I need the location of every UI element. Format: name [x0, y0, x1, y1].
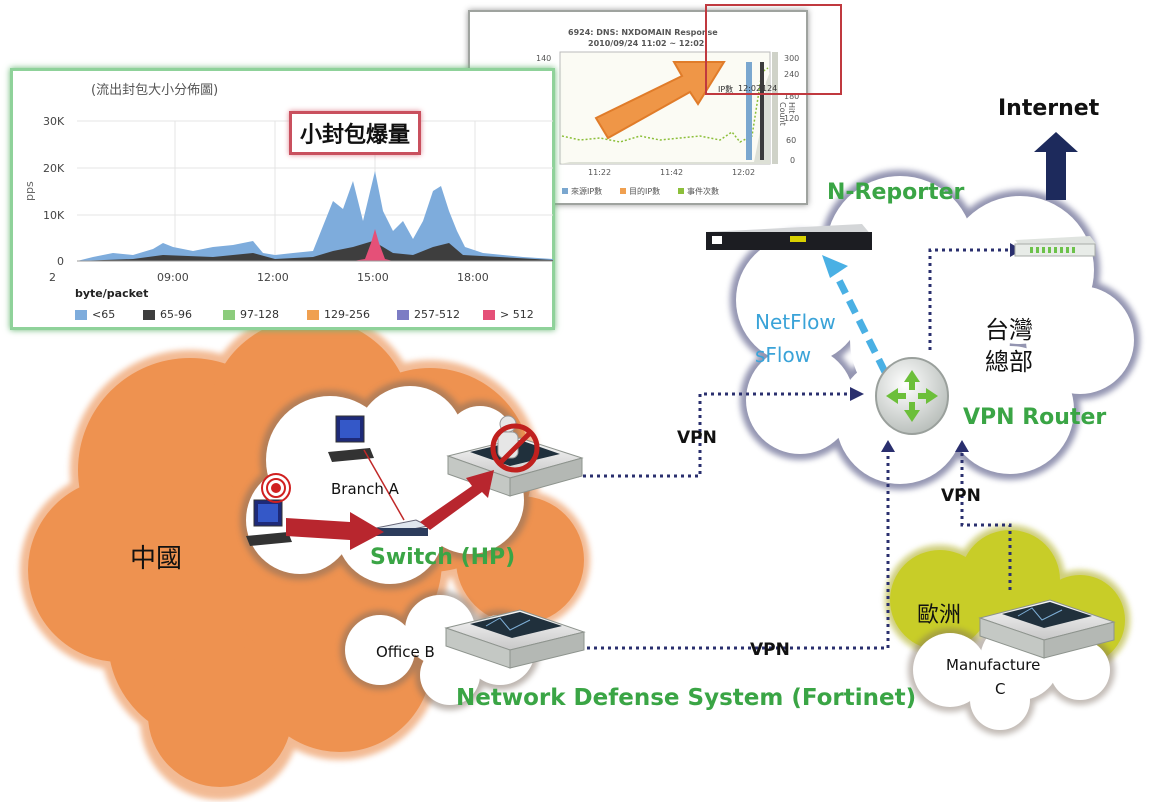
link-router-internet [928, 248, 1010, 350]
x-tick: 15:00 [357, 271, 389, 284]
dns-chart-legend-item: 目的IP數 [620, 186, 660, 197]
packet-size-chart-svg [77, 120, 553, 262]
y-tick: 0 [57, 255, 64, 268]
taiwan-hq-label: 台灣 [985, 316, 1033, 344]
x-tick: 18:00 [457, 271, 489, 284]
dns-chart-inset-label: 124 [762, 84, 778, 93]
dns-chart-xtick: 11:22 [588, 168, 612, 177]
manufacture-label: Manufacture [946, 656, 1041, 674]
dns-chart-ytick: 140 [536, 54, 552, 63]
packet-size-chart: (流出封包大小分佈圖) 30K 20K 10K 0 pps 2 09:00 12… [10, 68, 555, 330]
alert-signal-icon [261, 473, 291, 503]
cable-line [363, 449, 405, 521]
internet-arrow-icon [1034, 132, 1078, 200]
n-reporter-device-icon [706, 224, 872, 250]
dns-chart-ytick-right: 180 [784, 92, 800, 101]
legend-item: > 512 [483, 308, 534, 321]
legend-item: 129-256 [307, 308, 370, 321]
vpn-router-icon [875, 357, 949, 435]
internet-label: Internet [998, 96, 1100, 121]
netflow-label: NetFlow [755, 310, 836, 334]
vpn-router-label: VPN Router [963, 405, 1107, 430]
blocked-user-icon [490, 415, 540, 473]
vpn-label: VPN [677, 428, 717, 448]
dns-chart-inset-label: IP數 [718, 85, 734, 94]
dns-chart-ytick-right: 300 [784, 54, 800, 63]
y-tick: 20K [43, 162, 65, 175]
traffic-arrow [286, 470, 494, 550]
dns-chart-inset-label: 12:02 [738, 84, 762, 93]
dns-chart-legend-label: 來源IP數 [571, 187, 603, 196]
dns-chart-plot-area [559, 51, 771, 165]
legend-label: 129-256 [324, 308, 370, 321]
x-tick: 12:00 [257, 271, 289, 284]
china-label: 中國 [130, 544, 183, 574]
dns-chart-legend-label: 事件次數 [687, 187, 719, 196]
legend-item: 97-128 [223, 308, 279, 321]
vpn-label: VPN [750, 640, 790, 660]
vpn-links [548, 248, 1012, 650]
dns-chart-title: 6924: DNS: NXDOMAIN Response [568, 28, 718, 37]
legend-label: > 512 [500, 308, 534, 321]
highlight-arrow-icon [594, 61, 726, 140]
legend-item: <65 [75, 308, 115, 321]
x-tick: 09:00 [157, 271, 189, 284]
legend-label: 97-128 [240, 308, 279, 321]
dns-chart-bar [746, 62, 752, 160]
legend-label: 257-512 [414, 308, 460, 321]
vpn-link-branch-a [548, 392, 850, 478]
switch-hp-label: Switch (HP) [370, 545, 516, 570]
gateway-device-icon [1014, 236, 1096, 257]
dns-chart-legend-label: 目的IP數 [629, 187, 661, 196]
branch-a-label: Branch A [331, 480, 399, 498]
x-axis-label: byte/packet [75, 287, 149, 300]
sflow-label: sFlow [755, 343, 812, 367]
dns-chart-subtitle: 2010/09/24 11:02 ~ 12:02 [588, 39, 705, 48]
computer-icon [328, 415, 374, 462]
dns-chart-ytick-right: 120 [784, 114, 800, 123]
manufacture-c-label: C [995, 680, 1006, 698]
series-65-96-area [77, 241, 553, 261]
vpn-arrowhead [881, 440, 895, 452]
y-tick: 30K [43, 115, 65, 128]
y-tick: 10K [43, 209, 65, 222]
dns-chart-axis-bar [772, 52, 778, 164]
series-gt512-area [353, 229, 393, 261]
netflow-arrow [822, 255, 889, 374]
legend-item: 257-512 [397, 308, 460, 321]
dns-chart-legend-item: 來源IP數 [562, 186, 602, 197]
dns-chart-xtick: 11:42 [660, 168, 684, 177]
vpn-arrowhead [955, 440, 969, 452]
legend-label: 65-96 [160, 308, 192, 321]
dns-chart-bar [760, 62, 764, 160]
fortinet-appliance-manufacture-icon [978, 599, 1116, 659]
dns-chart-right-axis-label: Hit Count [778, 102, 796, 126]
n-reporter-label: N-Reporter [827, 180, 965, 205]
vpn-arrowhead [850, 387, 864, 401]
computer-icon [246, 499, 292, 546]
dns-chart-legend-item: 事件次數 [678, 186, 719, 197]
vpn-label: VPN [941, 486, 981, 506]
dns-chart-svg [559, 51, 778, 165]
dns-chart-ytick-right: 60 [786, 136, 797, 145]
dns-chart-xtick: 12:02 [732, 168, 756, 177]
x-tick: 2 [49, 271, 56, 284]
legend-item: 65-96 [143, 308, 192, 321]
dns-chart-series [561, 67, 769, 143]
taiwan-hq-label: 總部 [985, 348, 1033, 376]
europe-label: 歐洲 [917, 603, 962, 628]
dns-chart-ytick-right: 240 [784, 70, 800, 79]
spike-highlight-box [705, 4, 842, 95]
vpn-link-office-b [580, 450, 890, 650]
y-axis-label: pps [23, 181, 36, 201]
legend-label: <65 [92, 308, 116, 321]
chart-title: (流出封包大小分佈圖) [91, 83, 219, 98]
fortinet-appliance-office-b-icon [444, 609, 586, 669]
office-b-label: Office B [376, 643, 435, 661]
network-defense-system-label: Network Defense System (Fortinet) [456, 685, 917, 711]
series-lt65-area [77, 171, 553, 261]
dns-chart-ytick-right: 0 [790, 156, 796, 165]
burst-callout: 小封包爆量 [289, 111, 422, 155]
